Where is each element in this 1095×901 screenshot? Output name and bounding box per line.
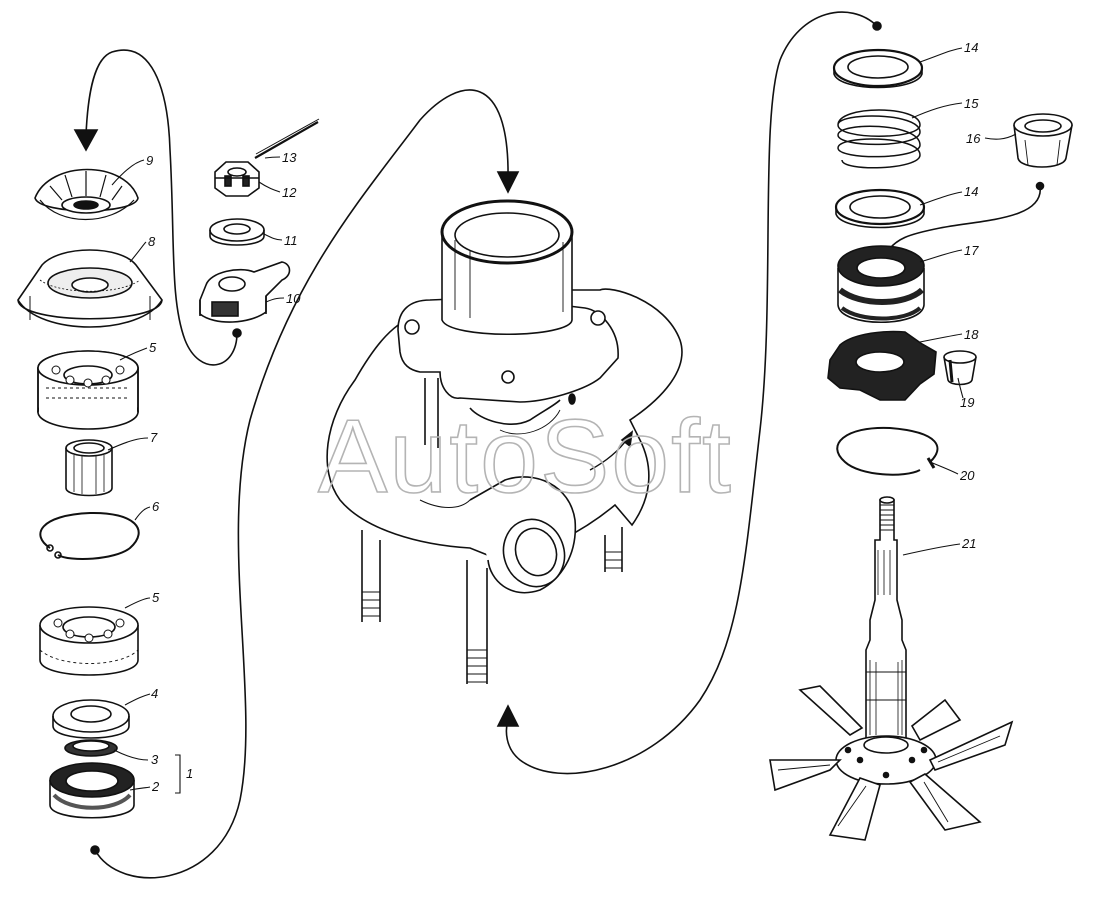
part-16-sleeve — [1013, 113, 1073, 168]
part-18-flange-washer — [827, 330, 937, 401]
callout-4: 4 — [151, 686, 158, 701]
pump-housing — [326, 199, 683, 684]
part-15-spring — [837, 109, 921, 169]
callout-5-upper: 5 — [149, 340, 157, 355]
callout-12: 12 — [282, 185, 297, 200]
part-20-snap-ring — [836, 426, 939, 476]
part-2-seal — [49, 762, 135, 819]
part-13-cotter-pin — [254, 118, 320, 159]
callout-9: 9 — [146, 153, 153, 168]
part-17-seal-assembly — [837, 245, 925, 324]
callout-2: 2 — [151, 779, 160, 794]
part-4-seal-cup — [52, 699, 130, 739]
part-8-disc — [17, 249, 163, 328]
callout-16: 16 — [966, 131, 981, 146]
part-11-washer — [209, 218, 265, 246]
part-7-bushing — [65, 439, 113, 497]
callout-14-lower: 14 — [964, 184, 978, 199]
callout-15: 15 — [964, 96, 979, 111]
leader-lines — [107, 47, 1017, 794]
part-14-ring-lower — [834, 188, 926, 229]
assembly-path-left-top — [73, 49, 242, 366]
part-12-castle-nut — [214, 161, 260, 197]
part-14-ring-upper — [832, 48, 924, 89]
part-6-snap-ring — [39, 511, 140, 560]
assembly-path-right — [496, 11, 882, 775]
part-10-lever — [199, 261, 291, 323]
part-5-bearing-upper — [37, 350, 139, 430]
part-9-dished-washer — [34, 168, 139, 220]
callout-17: 17 — [964, 243, 979, 258]
callout-labels: 9 8 5 7 6 5 4 3 2 1 13 12 11 10 14 15 16… — [146, 40, 981, 794]
watermark-text: AutoSoft — [318, 399, 733, 515]
part-19-bushing — [943, 350, 977, 386]
callout-7: 7 — [150, 430, 158, 445]
callout-13: 13 — [282, 150, 297, 165]
callout-10: 10 — [286, 291, 301, 306]
callout-18: 18 — [964, 327, 979, 342]
callout-14-upper: 14 — [964, 40, 978, 55]
assembly-path-center — [90, 89, 520, 879]
callout-8: 8 — [148, 234, 156, 249]
callout-1: 1 — [186, 766, 193, 781]
callout-11: 11 — [284, 233, 298, 248]
callout-5-lower: 5 — [152, 590, 160, 605]
callout-6: 6 — [152, 499, 160, 514]
part-3-ring — [64, 739, 118, 757]
part-21-shaft-impeller — [769, 496, 1014, 841]
part-5-bearing-lower — [39, 606, 139, 676]
callout-20: 20 — [959, 468, 975, 483]
callout-19: 19 — [960, 395, 974, 410]
callout-3: 3 — [151, 752, 159, 767]
callout-21: 21 — [961, 536, 976, 551]
